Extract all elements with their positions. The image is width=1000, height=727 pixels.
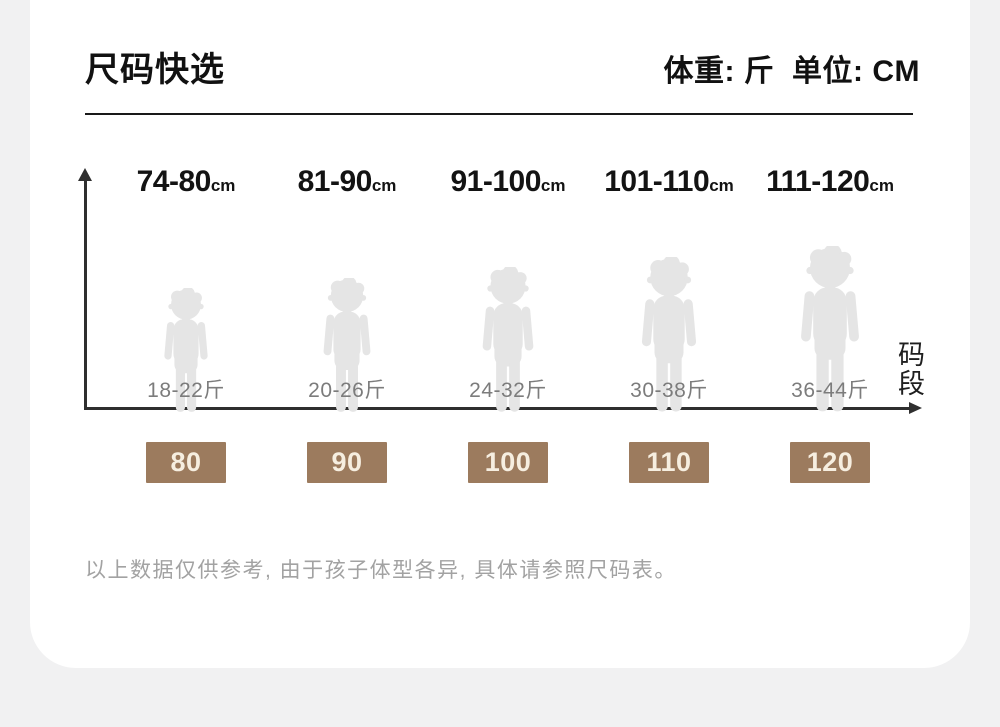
y-axis-line bbox=[84, 178, 87, 409]
size-column-120: 111-120cm 36-44斤 bbox=[745, 165, 915, 414]
weight-range-label: 30-38斤 bbox=[630, 379, 708, 402]
x-axis-arrow-icon bbox=[909, 402, 922, 414]
size-badge-120[interactable]: 120 bbox=[790, 442, 870, 483]
height-unit-label: cm bbox=[709, 176, 734, 195]
height-range-label: 81-90cm bbox=[297, 165, 397, 198]
units-note: 体重: 斤 单位: CM bbox=[663, 55, 920, 88]
disclaimer-note: 以上数据仅供参考, 由于孩子体型各异, 具体请参照尺码表。 bbox=[85, 559, 677, 582]
weight-range-label: 24-32斤 bbox=[469, 379, 547, 402]
header-divider bbox=[85, 113, 913, 115]
x-axis-title: 码段 bbox=[894, 340, 924, 398]
height-unit-label: cm bbox=[869, 176, 894, 195]
height-unit-label: cm bbox=[540, 176, 566, 195]
height-range-label: 91-100cm bbox=[450, 165, 566, 198]
height-range-label: 111-120cm bbox=[766, 165, 894, 198]
weight-range-label: 20-26斤 bbox=[308, 379, 386, 402]
size-column-80: 74-80cm 18-22斤 bbox=[101, 165, 271, 414]
size-badge-110[interactable]: 110 bbox=[629, 442, 709, 483]
weight-range-label: 36-44斤 bbox=[791, 379, 869, 402]
y-axis-arrow-icon bbox=[78, 168, 92, 181]
page-title: 尺码快选 bbox=[85, 51, 225, 89]
size-column-90: 81-90cm 20-26斤 bbox=[262, 165, 432, 414]
height-range-label: 74-80cm bbox=[136, 165, 236, 198]
size-badge-90[interactable]: 90 bbox=[307, 442, 387, 483]
height-unit-label: cm bbox=[210, 176, 236, 195]
size-badge-80[interactable]: 80 bbox=[146, 442, 226, 483]
size-badge-100[interactable]: 100 bbox=[468, 442, 548, 483]
height-range-label: 101-110cm bbox=[604, 165, 734, 198]
weight-range-label: 18-22斤 bbox=[147, 379, 225, 402]
size-column-100: 91-100cm 24-32斤 bbox=[423, 165, 593, 414]
size-column-110: 101-110cm 30-38斤 bbox=[584, 165, 754, 414]
height-unit-label: cm bbox=[371, 176, 397, 195]
